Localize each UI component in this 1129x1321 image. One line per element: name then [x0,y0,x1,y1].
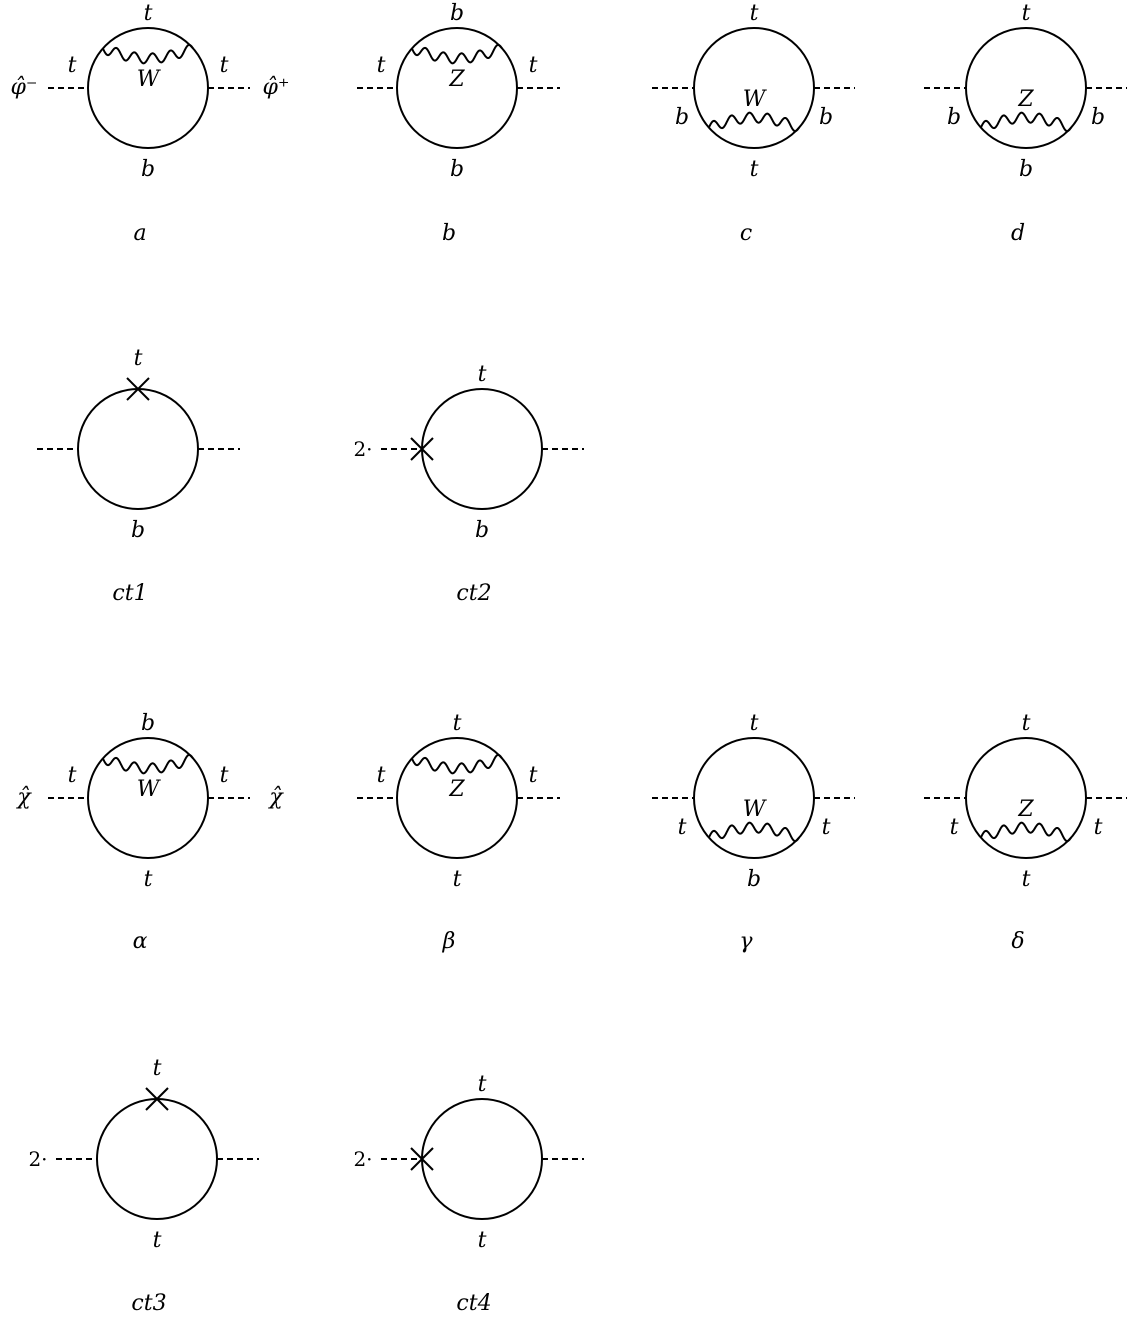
propagator-label-left: t [377,53,386,78]
diagram-caption: ct1 [112,581,147,606]
diagram-caption: ct4 [456,1291,491,1316]
propagator-label-top: t [1022,1,1031,26]
propagator-label-top: t [144,1,153,26]
external-field-right: φ̂⁺ [262,75,289,100]
boson-label: W [137,777,162,802]
boson-line [707,821,800,843]
propagator-label-bottom: t [478,1228,487,1253]
diagram-caption: a [133,221,146,246]
fermion-loop [421,388,543,510]
multiplier: 2· [353,1147,372,1171]
propagator-label-bottom: b [475,518,489,543]
diagram-caption: α [133,929,148,954]
diagram-caption: δ [1011,929,1024,954]
external-field-right: χ̂ [267,785,284,810]
propagator-label-top: b [450,1,464,26]
diagram-caption: c [740,221,752,246]
fermion-loop [77,388,199,510]
boson-label: W [137,67,162,92]
diagram-gamma: t b Wt t γ [652,711,855,954]
multiplier: 2· [353,437,372,461]
propagator-label-right: t [220,53,229,78]
propagator-label-top: t [1022,711,1031,736]
propagator-label-bottom: t [453,867,462,892]
diagram-caption: γ [739,929,753,954]
diagram-ct3: t t 2· ct3 [28,1056,259,1316]
propagator-label-left: b [675,105,689,130]
propagator-label-top: t [478,1072,487,1097]
diagram-ct2: t b 2· ct2 [353,362,584,606]
propagator-label-bottom: b [450,157,464,182]
propagator-label-right: t [529,53,538,78]
propagator-label-right: t [822,815,831,840]
propagator-label-bottom: t [144,867,153,892]
propagator-label-bottom: t [750,157,759,182]
propagator-label-top: t [750,711,759,736]
boson-line [101,753,194,775]
boson-line [979,821,1072,843]
external-field-left: φ̂⁻ [10,75,37,100]
diagram-caption: β [442,929,456,954]
boson-label: Z [448,67,465,92]
diagram-caption: ct2 [456,581,491,606]
propagator-label-bottom: t [1022,867,1031,892]
propagator-label-top: t [453,711,462,736]
propagator-label-left: b [947,105,961,130]
counterterm-cross [145,1087,169,1111]
propagator-label-right: t [529,763,538,788]
propagator-label-right: t [1094,815,1103,840]
counterterm-cross [410,1147,434,1171]
propagator-label-bottom: b [131,518,145,543]
diagram-ct1: t b ct1 [37,346,240,606]
diagram-caption: ct3 [131,1291,166,1316]
boson-label: Z [1017,797,1034,822]
boson-label: W [743,797,768,822]
boson-label: Z [448,777,465,802]
propagator-label-top: t [750,1,759,26]
diagram-caption: d [1011,221,1025,246]
boson-line [410,753,503,775]
diagram-d: t b Zb b d [924,1,1127,246]
multiplier: 2· [28,1147,47,1171]
boson-label: Z [1017,87,1034,112]
boson-line [101,43,194,65]
propagator-label-bottom: b [141,157,155,182]
boson-label: W [743,87,768,112]
diagram-ct4: t t 2· ct4 [353,1072,584,1316]
propagator-label-bottom: b [747,867,761,892]
propagator-label-top: b [141,711,155,736]
propagator-label-top: t [478,362,487,387]
propagator-label-left: t [678,815,687,840]
fermion-loop [421,1098,543,1220]
boson-line [979,111,1072,133]
counterterm-cross [126,377,150,401]
propagator-label-right: b [1091,105,1105,130]
diagram-caption: b [442,221,456,246]
propagator-label-top: t [153,1056,162,1081]
propagator-label-top: t [134,346,143,371]
fermion-loop [96,1098,218,1220]
propagator-label-left: t [68,53,77,78]
counterterm-cross [410,437,434,461]
propagator-label-left: t [377,763,386,788]
propagator-label-right: b [819,105,833,130]
propagator-label-right: t [220,763,229,788]
boson-line [410,43,503,65]
boson-line [707,111,800,133]
propagator-label-left: t [950,815,959,840]
external-field-left: χ̂ [15,785,32,810]
propagator-label-bottom: b [1019,157,1033,182]
diagram-a: t b Wt t φ̂⁻ φ̂⁺ a [10,1,289,246]
propagator-label-left: t [68,763,77,788]
propagator-label-bottom: t [153,1228,162,1253]
